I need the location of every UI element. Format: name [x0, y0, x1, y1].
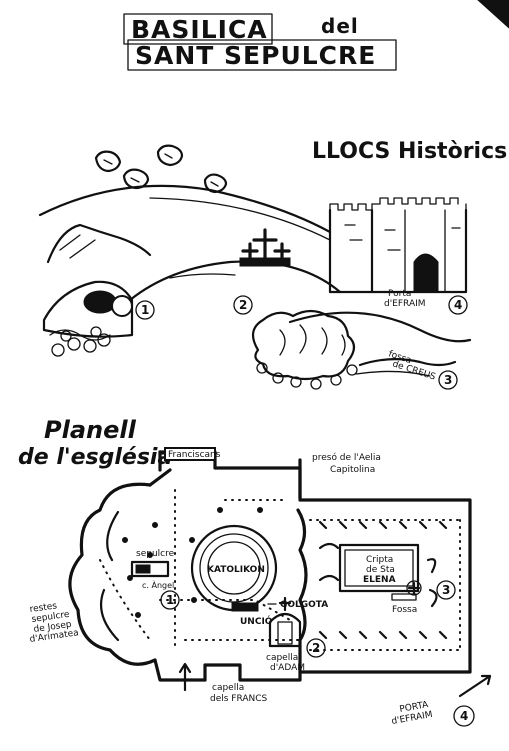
- dotted-west: [99, 559, 151, 641]
- plan-heading-line2: de l'església: [18, 445, 172, 470]
- cripta-steps: [318, 542, 340, 582]
- historic-porta-line2: d'EFRAIM: [384, 299, 426, 309]
- capella-francs-line2: dels FRANCS: [210, 694, 268, 704]
- cripta-line2: de Sta: [366, 565, 395, 575]
- column-dots: [122, 507, 263, 618]
- plan-porta-line2: d'EFRAIM: [391, 710, 434, 727]
- corner-fold: [477, 0, 509, 29]
- cripta-line1: Cripta: [366, 555, 393, 565]
- uncio-stone: [231, 602, 259, 612]
- tomb-cave: [42, 280, 134, 341]
- capella-adam-line2: d'ADAM: [270, 663, 305, 673]
- svg-text:2: 2: [312, 641, 320, 655]
- svg-text:4: 4: [454, 298, 462, 312]
- plan-marker-2: 2: [306, 638, 326, 658]
- svg-text:2: 2: [239, 298, 247, 312]
- city-wall: [328, 197, 468, 294]
- cripta-arches: [426, 558, 438, 608]
- capella-adam: capella d'ADAM: [266, 596, 305, 673]
- plan-marker-1: 1: [160, 590, 180, 610]
- capella-adam-line1: capella: [266, 653, 298, 663]
- preso-line1: presó de l'Aelia: [312, 452, 381, 463]
- porta-arrow: [458, 674, 492, 698]
- capella-francs-line1: capella: [212, 683, 244, 693]
- east-pillars: [318, 520, 448, 640]
- katolikon-label: KATOLIKON: [207, 565, 265, 575]
- plan-heading-line1: Planell: [44, 416, 137, 444]
- historic-marker-2: 2: [233, 295, 253, 315]
- title-line2: SANT SEPULCRE: [135, 41, 376, 70]
- entrance-arrow: [178, 662, 192, 692]
- c-angel-label: c. Àngel: [142, 579, 174, 590]
- title-line1-b: del: [321, 14, 359, 38]
- golgota-label: GOLGOTA: [280, 600, 328, 610]
- svg-text:4: 4: [460, 709, 468, 723]
- historic-marker-3: 3: [438, 370, 458, 390]
- stone-pile: [251, 309, 358, 390]
- cripta-elena: Cripta de Sta ELENA Fossa: [338, 543, 422, 615]
- franciscans-label: Franciscans: [168, 450, 221, 460]
- three-crosses: [239, 228, 291, 267]
- title-box-line1: [123, 13, 273, 45]
- title-box-line2: [127, 39, 397, 71]
- uncio-label: UNCIÓ: [240, 615, 273, 627]
- golgotha-hill: [128, 260, 342, 302]
- svg-text:1: 1: [141, 303, 149, 317]
- plan-marker-4: 4: [453, 705, 475, 727]
- preso-line2: Capitolina: [330, 465, 375, 475]
- historic-fossa-line2: de CREUS: [391, 359, 437, 382]
- katolikon: KATOLIKON: [190, 524, 278, 612]
- quarry-hill: [46, 223, 152, 264]
- historic-porta-line1: Porta: [388, 289, 411, 299]
- ridge-line: [38, 184, 332, 234]
- fossa-label: Fossa: [392, 605, 417, 615]
- ridge-line-inner: [149, 197, 331, 241]
- historic-heading: LLOCS Històrics: [312, 139, 507, 164]
- historic-marker-4: 4: [448, 295, 468, 315]
- fossa-trench: [358, 358, 457, 367]
- svg-text:1: 1: [166, 593, 174, 607]
- title-line1-a: BASILICA: [131, 15, 268, 44]
- sepulcre: sepulcre c. Àngel: [130, 549, 175, 590]
- rocks-bottom-left: [51, 326, 111, 357]
- cripta-line3: ELENA: [363, 575, 396, 585]
- svg-text:3: 3: [444, 373, 452, 387]
- svg-text:3: 3: [442, 583, 450, 597]
- lower-hill: [288, 311, 472, 343]
- restes-line1: restes: [29, 601, 58, 615]
- plan-marker-3: 3: [436, 580, 456, 600]
- historic-marker-1: 1: [135, 300, 155, 320]
- sepulcre-label: sepulcre: [136, 549, 175, 559]
- title-block: BASILICA del SANT SEPULCRE: [123, 13, 397, 71]
- franciscans-box: [164, 447, 216, 461]
